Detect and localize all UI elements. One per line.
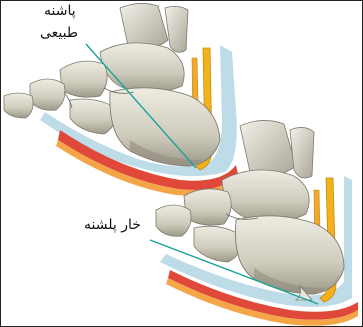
normal-heel-label-line1: پاشنه [44, 3, 76, 19]
normal-tibia [120, 3, 168, 48]
normal-heel-label-line2: طبیعی [40, 25, 78, 41]
normal-talus [100, 43, 184, 92]
spur-cuneiform [156, 205, 191, 236]
normal-metatarsal [4, 93, 33, 118]
spur-fibula [290, 127, 314, 178]
spur-tibia [240, 120, 296, 175]
normal-cuboid [70, 99, 116, 134]
spur-talus [222, 170, 309, 222]
normal-fibula [165, 6, 188, 52]
normal-calcaneus [110, 88, 220, 166]
heel-spur-label: خار پلشنه [84, 217, 141, 233]
normal-cuneiform [30, 79, 65, 110]
normal-navicular [60, 61, 107, 97]
